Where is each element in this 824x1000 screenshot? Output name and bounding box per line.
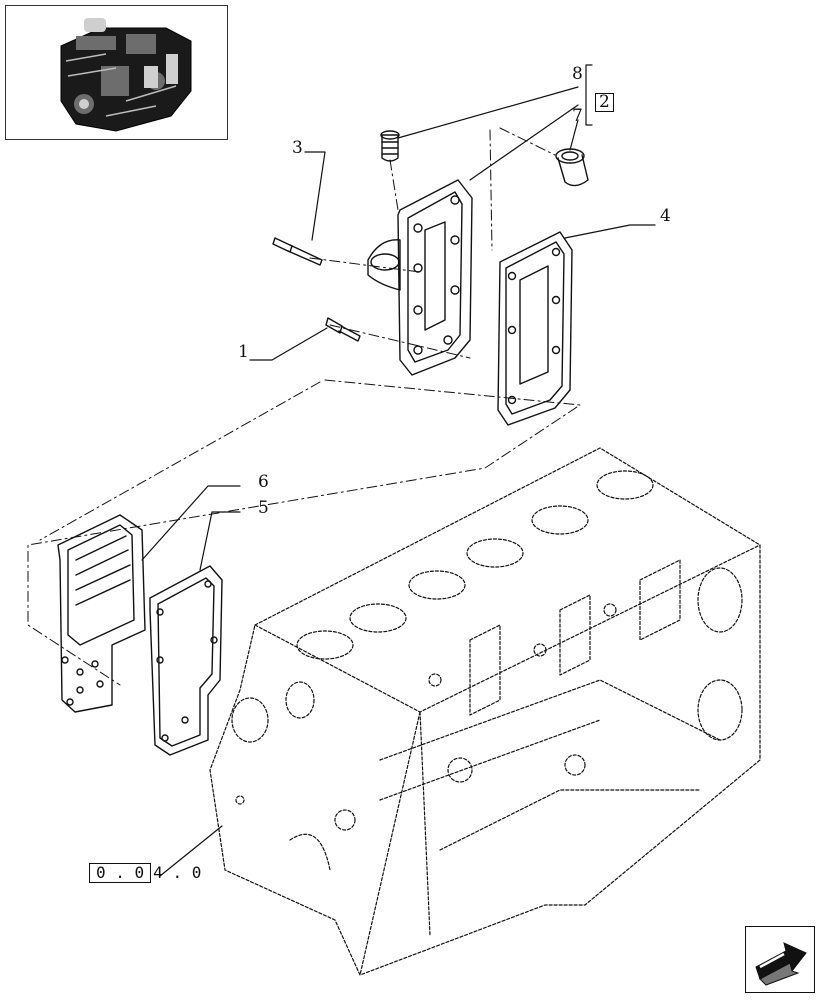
oil-cooler-part (57, 514, 146, 713)
callout-8: 8 (572, 64, 583, 84)
plug-part (380, 130, 400, 162)
callout-1: 1 (238, 342, 249, 362)
cooler-gasket-part (149, 565, 223, 756)
alignment-lines (27, 127, 581, 686)
cover-gasket-part (497, 231, 573, 426)
cooler-cover-part (367, 179, 473, 376)
bolt-long-part (272, 237, 323, 266)
reference-code-tail: 4 . 0 (153, 863, 202, 882)
callout-6: 6 (258, 472, 269, 492)
reference-code-boxed: 0 . 0 (89, 863, 152, 883)
sleeve-part (555, 148, 589, 187)
engine-thumbnail-icon (60, 18, 192, 132)
next-page-arrow-icon (755, 942, 807, 986)
bolt-short-part (325, 317, 361, 342)
engine-thumbnail (5, 5, 228, 140)
callout-7: 7 (572, 106, 583, 126)
callout-4: 4 (660, 206, 671, 226)
leader-lines (141, 64, 656, 877)
next-page-button[interactable] (745, 926, 815, 993)
callout-3: 3 (292, 138, 303, 158)
callout-2: 2 (595, 93, 614, 112)
callout-5: 5 (258, 498, 269, 518)
engine-block-part (209, 447, 761, 976)
